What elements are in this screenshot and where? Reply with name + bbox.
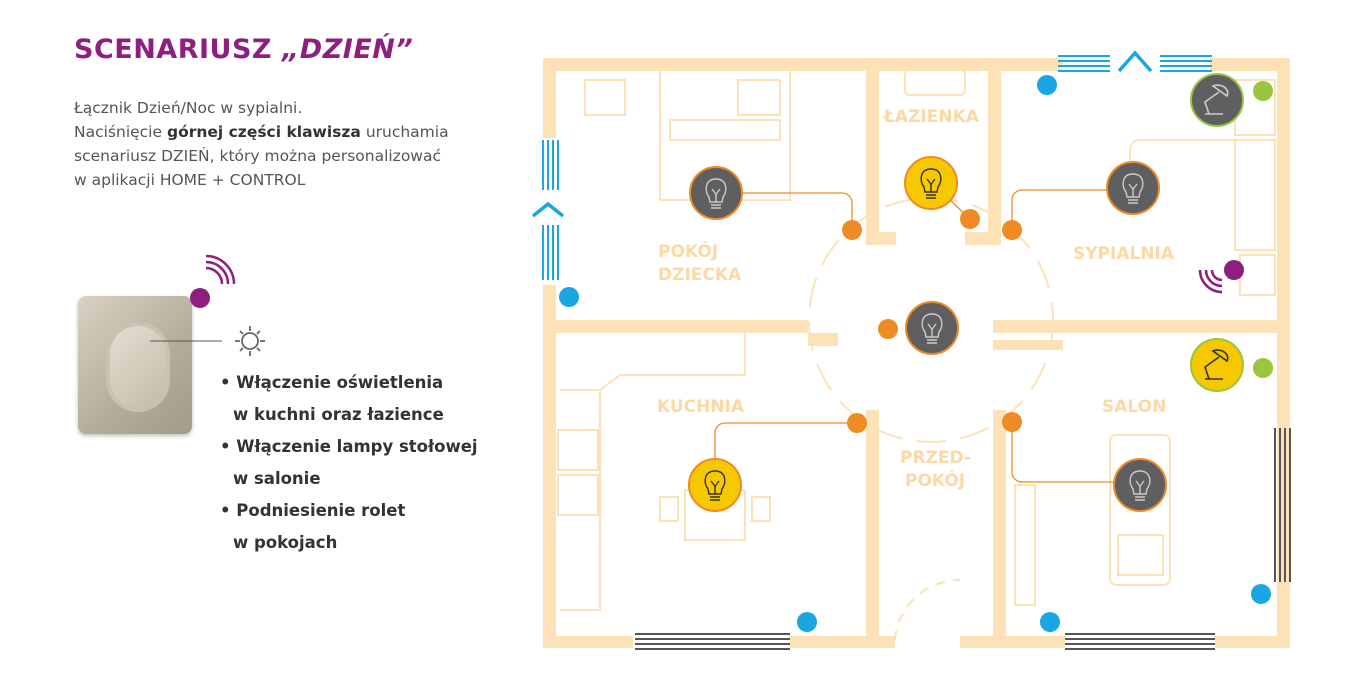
action-item: • Podniesienie rolet w pokojach — [220, 500, 478, 554]
connector-lines — [714, 189, 1114, 483]
room-label-child: POKÓJ — [658, 240, 718, 262]
action-line: w salonie — [233, 469, 321, 488]
connector-dot — [1002, 220, 1022, 240]
switch-rocker — [110, 326, 166, 408]
furniture — [557, 69, 1285, 611]
light-bulb-icon — [1113, 458, 1167, 512]
light-bulb-icon — [904, 156, 958, 210]
connector-dot — [842, 220, 862, 240]
intro-text: Łącznik Dzień/Noc w sypialni. Naciśnięci… — [74, 96, 514, 192]
shutter-open-left — [531, 140, 565, 280]
scenario-actions: • Włączenie oświetlenia w kuchni oraz łaz… — [220, 372, 478, 564]
connector-dot — [960, 209, 980, 229]
action-line: • Włączenie lampy stołowej — [220, 437, 478, 456]
action-line: • Podniesienie rolet — [220, 501, 406, 520]
shutter-up-chevron-icon — [531, 201, 565, 218]
action-item: • Włączenie lampy stołowej w salonie — [220, 436, 478, 490]
shutter-motor-dot — [559, 287, 579, 307]
desk-lamp-icon — [1190, 338, 1244, 392]
light-bulb-icon — [689, 166, 743, 220]
light-bulb-icon — [905, 301, 959, 355]
intro-text-part: Naciśnięcie — [74, 123, 167, 141]
action-item: • Włączenie oświetlenia w kuchni oraz łaz… — [220, 372, 478, 426]
action-line: • Włączenie oświetlenia — [220, 373, 444, 392]
intro-line: w aplikacji HOME + CONTROL — [74, 171, 306, 189]
shutter-up-chevron-icon — [1117, 50, 1153, 73]
day-night-switch — [78, 296, 192, 434]
smart-plug-dot — [1253, 81, 1273, 101]
room-label-child: DZIECKA — [658, 265, 742, 285]
intro-line: scenariusz DZIEŃ, który można personaliz… — [74, 147, 441, 165]
intro-line: Łącznik Dzień/Noc w sypialni. — [74, 99, 303, 117]
action-line: w pokojach — [233, 533, 338, 552]
connector-dot — [1002, 412, 1022, 432]
connector-dot — [878, 319, 898, 339]
intro-bold: górnej części klawisza — [166, 123, 361, 141]
intro-text-part: uruchamia — [360, 123, 449, 141]
title-emphasis: „DZIEŃ” — [281, 34, 414, 65]
switch-dot — [190, 288, 210, 308]
desk-lamp-icon — [1190, 73, 1244, 127]
connector-dot — [847, 413, 867, 433]
room-label-kitchen: KUCHNIA — [657, 397, 745, 417]
entrance-door-swing — [894, 578, 961, 641]
title-text: SCENARIUSZ — [74, 34, 282, 65]
room-label-hall: POKÓJ — [905, 469, 965, 491]
room-label-hall: PRZED- — [900, 448, 971, 468]
shutter-motor-dot — [797, 612, 817, 632]
wireless-signal-icon — [1198, 269, 1223, 294]
light-bulb-icon — [688, 458, 742, 512]
shutter-motor-dot — [1037, 75, 1057, 95]
page-title: SCENARIUSZ „DZIEŃ” — [74, 34, 413, 65]
room-label-bedroom: SYPIALNIA — [1073, 244, 1175, 264]
smart-plug-dot — [1253, 358, 1273, 378]
action-line: w kuchni oraz łazience — [233, 405, 444, 424]
light-bulb-icon — [1106, 161, 1160, 215]
shutter-motor-dot — [1040, 612, 1060, 632]
walls — [543, 58, 1290, 648]
wireless-signal-icon — [205, 254, 236, 285]
shutter-open-top — [1058, 50, 1212, 73]
shutter-motor-dot — [1251, 584, 1271, 604]
intro-line: Naciśnięcie górnej części klawisza uruch… — [74, 120, 514, 144]
bedroom-switch-dot — [1224, 260, 1244, 280]
room-label-bathroom: ŁAZIENKA — [883, 107, 980, 127]
sun-icon — [235, 326, 265, 356]
room-label-living: SALON — [1102, 397, 1166, 417]
shutter-closed — [635, 428, 1291, 650]
